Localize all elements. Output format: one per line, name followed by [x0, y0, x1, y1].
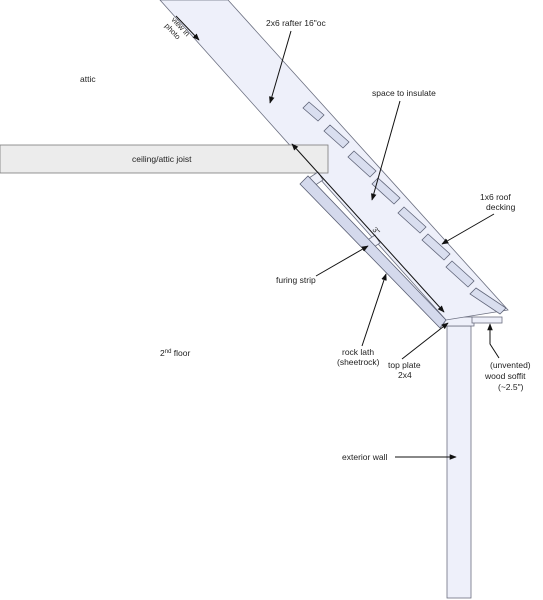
furing-leader	[315, 245, 369, 277]
rafter-label: 2x6 rafter 16"oc	[266, 18, 326, 28]
exterior-wall	[446, 325, 472, 599]
view-arrow	[175, 15, 200, 41]
rafter-leader	[269, 30, 292, 104]
ceiling-attic-joist	[0, 144, 329, 174]
decking-leader	[441, 213, 495, 245]
wood-soffit	[471, 316, 503, 324]
lath-leader	[361, 273, 387, 347]
joist-label: ceiling/attic joist	[132, 154, 192, 164]
plate-leader	[401, 322, 449, 360]
space-label: space to insulate	[372, 88, 436, 98]
soffit-label: (unvented) wood soffit (~2.5")	[484, 360, 533, 392]
decking-label: 1x6 roof decking	[480, 192, 516, 212]
wall-label: exterior wall	[342, 452, 387, 462]
soffit-leader	[487, 323, 500, 359]
space-leader	[371, 100, 401, 201]
furing-label: furing strip	[276, 275, 316, 285]
floor-label: 2nd floor	[160, 348, 190, 358]
plate-label: top plate 2x4	[388, 360, 423, 380]
dimension-line	[291, 143, 445, 313]
attic-label: attic	[80, 74, 96, 84]
lath-label: rock lath (sheetrock)	[337, 347, 380, 367]
dimension-label: 3"	[371, 225, 382, 236]
